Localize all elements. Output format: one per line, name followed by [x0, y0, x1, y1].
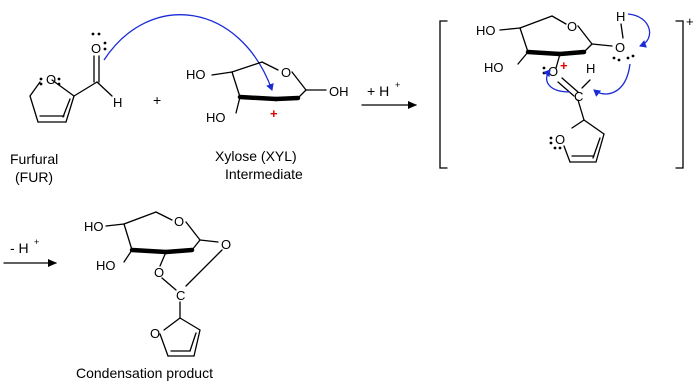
- bracket-left: [439, 20, 448, 169]
- step2-reaction-arrow: - H +: [3, 237, 57, 267]
- xylose-molecule: HO HO OH O + Xylose (XYL) Intermediate: [186, 61, 349, 182]
- nucleophilic-attack-arrow: [103, 14, 274, 91]
- int-hydroxyl-oxygen: O: [615, 40, 625, 55]
- furfural-caption-name: Furfural: [10, 151, 58, 167]
- product-acetal-oxygen-right: O: [221, 237, 231, 252]
- bracket-charge: +: [686, 14, 694, 29]
- xylose-ho-bottom: HO: [206, 110, 226, 125]
- int-ring-oxygen: O: [567, 19, 577, 34]
- step2-label: - H: [10, 240, 29, 256]
- xylose-caption-name: Xylose (XYL): [215, 148, 297, 164]
- int-ho-top: HO: [476, 23, 496, 38]
- xylose-ring-oxygen: O: [281, 65, 291, 80]
- product-ho-bottom: HO: [96, 258, 116, 273]
- lone-pair-attack-arrow: [593, 63, 631, 97]
- xylose-oh-right: OH: [329, 84, 349, 99]
- int-oxonium-charge: +: [560, 58, 568, 73]
- step1-label: + H: [367, 83, 389, 99]
- xylose-caption-state: Intermediate: [225, 166, 303, 182]
- product-acetal-oxygen-left: O: [154, 265, 164, 280]
- oxocarbenium-intermediate: HO HO O O H O + H C O: [476, 9, 635, 163]
- xylose-carbocation-charge: +: [270, 106, 278, 121]
- carbonyl-shift-arrow: [543, 69, 571, 93]
- furfural-aldehyde-h: H: [113, 95, 122, 110]
- furfural-ring-oxygen: O: [46, 72, 56, 87]
- product-caption: Condensation product: [76, 365, 213, 381]
- product-furan-oxygen: O: [150, 326, 160, 341]
- product-ho-top: HO: [84, 219, 104, 234]
- int-c-h: H: [586, 61, 595, 76]
- int-carbonyl-oxygen: O: [548, 64, 558, 79]
- condensation-product: HO HO O O O C O Condensation product: [76, 211, 231, 381]
- proton-transfer-arrow: [627, 13, 651, 48]
- int-carbon: C: [574, 89, 583, 104]
- int-ho-bottom: HO: [484, 60, 504, 75]
- furfural-molecule: O O H Furfural (FUR): [10, 32, 122, 185]
- product-acetal-carbon: C: [176, 288, 185, 303]
- furfural-caption-abbr: (FUR): [15, 169, 53, 185]
- product-ring-oxygen: O: [174, 214, 184, 229]
- step1-label-charge: +: [395, 80, 400, 90]
- step1-reaction-arrow: + H +: [361, 80, 417, 109]
- furfural-carbonyl-oxygen: O: [91, 41, 101, 56]
- reactant-plus-sign: +: [153, 92, 161, 108]
- int-hydroxyl-h: H: [616, 9, 625, 24]
- int-furan-oxygen: O: [555, 132, 565, 147]
- bracket-right: +: [675, 14, 694, 169]
- xylose-ho-top: HO: [186, 67, 206, 82]
- step2-label-charge: +: [34, 237, 39, 247]
